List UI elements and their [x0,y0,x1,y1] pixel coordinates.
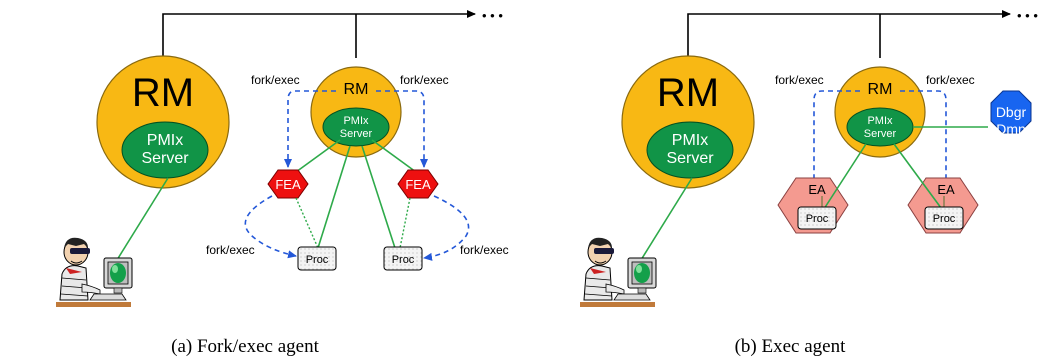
server-fea-link [295,139,341,173]
panel-a: • • • RM PMIx Server RM PMIx Server fork… [55,8,509,357]
fea-agent [397,169,439,199]
proc-box [297,246,337,271]
ea-label: EA [937,182,955,197]
rm-label: RM [132,71,194,115]
pmix-server-small-line1: PMIx [867,115,893,127]
fork-exec-label: fork/exec [251,73,300,87]
panel-b: • • • RM PMIx Server RM PMIx Server fork… [579,8,1038,357]
proc-label: Proc [933,213,956,225]
pmix-server-small [846,107,914,147]
pmix-server [121,121,209,179]
user-computer-icon [55,237,133,308]
caption-b: (b) Exec agent [735,336,846,357]
rm-label: RM [657,71,719,115]
proc-box [924,206,964,230]
fork-exec-arrow [423,195,470,261]
proc-label: Proc [392,254,415,266]
pmix-server-small-line2: Server [340,128,373,140]
fea-label: FEA [405,177,431,192]
network-line [687,10,1011,65]
pmix-server [646,121,734,179]
fea-label: FEA [275,177,301,192]
rm-label-small: RM [868,81,893,98]
server-fea-link [371,139,417,173]
server-proc-link [893,143,945,213]
fork-exec-label: fork/exec [775,73,824,87]
proc-box [797,206,837,230]
proc-label: Proc [306,254,329,266]
pmix-server-small [322,107,390,147]
fork-exec-arrow [810,90,860,191]
fea-agent [267,169,309,199]
ea-label: EA [808,182,826,197]
more-nodes-ellipsis: • • • [482,8,503,23]
user-connection [111,177,169,269]
server-proc-link [361,145,396,249]
fork-exec-label: fork/exec [460,243,509,257]
fork-exec-label: fork/exec [206,243,255,257]
pmix-server-label-line2: Server [666,150,714,167]
fork-exec-arrow [900,90,950,191]
more-nodes-ellipsis: • • • [1017,8,1038,23]
network-line [162,10,476,65]
rm-label-small: RM [344,81,369,98]
fea-proc-link [399,197,411,249]
fork-exec-label: fork/exec [926,73,975,87]
user-computer-icon [579,237,657,308]
debugger-label-line1: Dbgr [996,104,1027,120]
proc-box [383,246,423,271]
pmix-server-label-line2: Server [141,150,189,167]
server-proc-link [317,145,351,249]
server-proc-link [821,143,867,213]
debugger-label-line2: Dmn [996,121,1026,137]
pmix-server-label-line1: PMIx [147,132,183,149]
pmix-server-small-line2: Server [864,128,897,140]
fork-exec-label: fork/exec [400,73,449,87]
fork-exec-arrow [376,90,428,168]
fork-exec-arrow [244,195,297,259]
user-connection [635,177,693,269]
pmix-server-small-line1: PMIx [343,115,369,127]
debugger-daemon [990,90,1032,134]
pmix-server-label-line1: PMIx [672,132,708,149]
caption-a: (a) Fork/exec agent [171,336,319,357]
proc-label: Proc [806,213,829,225]
fork-exec-arrow [284,90,336,168]
fea-proc-link [295,197,319,249]
